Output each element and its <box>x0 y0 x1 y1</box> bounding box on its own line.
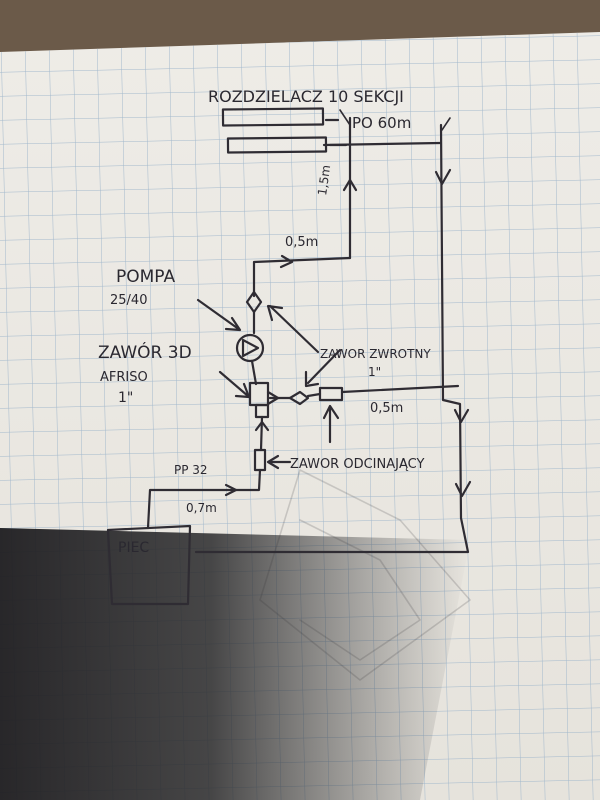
shutoff-upper-pointer <box>322 404 340 444</box>
pump-pointer-arrow <box>196 298 242 332</box>
return-arrow-top <box>434 168 452 186</box>
manifold-label-line2: PO 60m <box>352 114 411 132</box>
pump-symbol <box>235 333 265 363</box>
check-valve-lower-pointer <box>304 348 342 388</box>
boiler-name-label: PIEC <box>118 540 149 556</box>
boiler-pipe-arrow <box>224 483 238 497</box>
valve3d-pointer-arrow <box>218 370 251 399</box>
manifold-label-line1: ROZDZIELACZ 10 SEKCJI <box>208 87 404 106</box>
boiler-box <box>106 524 192 606</box>
supply-length-label: 0,5m <box>285 235 318 250</box>
return-arrow-low <box>454 480 472 498</box>
pipe-type-label: PP 32 <box>174 463 208 477</box>
shutoff-valve-name-label: ZAWOR ODCINAJĄCY <box>290 457 424 472</box>
check-valve-size-label: 1" <box>368 365 381 379</box>
pump-pipe-lower <box>250 359 258 386</box>
shutoff-lower-pointer <box>266 454 292 470</box>
riser-length-label: 1,5m <box>315 164 333 196</box>
boiler-supply-arrow <box>254 420 270 432</box>
pump-name-label: POMPA <box>116 267 175 287</box>
check-valve-name-label: ZAWOR ZWROTNY <box>320 347 431 361</box>
return-arrow-mid <box>453 408 470 424</box>
return-pipe <box>194 123 470 554</box>
supply-horizontal-pipe <box>252 256 352 298</box>
check-valve-lower-symbol <box>288 390 310 406</box>
valve3d-brand-label: AFRISO <box>100 370 148 385</box>
bypass-pipe-mid <box>306 392 322 398</box>
pipe-length-label: 0,7m <box>186 501 217 515</box>
manifold-ticks <box>339 109 451 131</box>
bypass-pipe-right <box>340 384 460 394</box>
return-header-line <box>322 141 442 147</box>
boiler-supply-pipe-lower <box>146 468 262 530</box>
bypass-length-label: 0,5m <box>370 401 403 416</box>
check-valve-upper-pointer <box>266 304 320 354</box>
valve3d-size-label: 1" <box>118 390 133 406</box>
valve3d-name-label: ZAWÓR 3D <box>98 341 192 363</box>
supply-arrow <box>279 254 294 269</box>
pump-model-label: 25/40 <box>110 293 147 308</box>
riser-flow-arrow <box>342 178 358 192</box>
bypass-shutoff-symbol <box>318 386 344 402</box>
photo-shadow <box>0 528 470 800</box>
